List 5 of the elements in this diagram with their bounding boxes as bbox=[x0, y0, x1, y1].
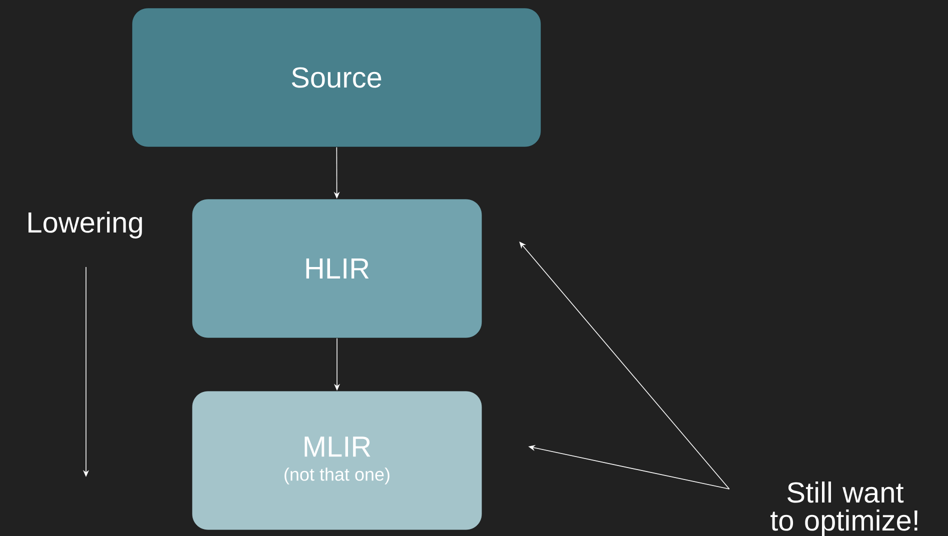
process-box: HLIR bbox=[192, 198, 482, 338]
process-box: MLIR (not that one) bbox=[192, 390, 482, 530]
process-box: Source bbox=[132, 8, 542, 148]
axis-label: Lowering bbox=[28, 211, 142, 239]
arrow bbox=[519, 242, 730, 490]
